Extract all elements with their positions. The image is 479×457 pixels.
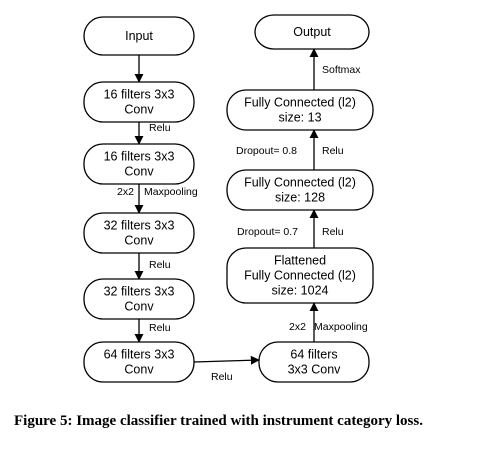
node-box [226,169,374,211]
node-label: size: 13 [278,111,321,125]
node-label: Fully Connected (l2) [244,269,356,283]
edge-conv1_conv2: Relu [134,122,171,145]
edge-label: Relu [322,145,344,157]
figure-caption: Figure 5: Image classifier trained with … [14,413,423,429]
edge-label: Relu [211,371,233,383]
node-label: 3x3 Conv [288,363,342,377]
edge-label: Dropout= 0.7 [237,226,298,238]
node-label: size: 128 [275,191,325,205]
node-box [254,14,370,50]
edge-label: Dropout= 0.8 [236,145,297,157]
node-label: Fully Connected (l2) [244,96,356,110]
edge-label: Softmax [322,64,361,76]
edge-label: Relu [149,322,171,334]
node-fc13: Fully Connected (l2)size: 13 [226,89,374,131]
node-label: Conv [124,103,154,117]
node-label: 64 filters [290,348,337,362]
edge-label: 2x2 [289,321,306,333]
node-box [226,247,374,304]
edge-label: 2x2 [117,186,134,198]
node-box [83,278,195,320]
edge-label: Relu [322,226,344,238]
node-label: 16 filters 3x3 [104,150,175,164]
edge-fc13_output: Softmax [309,48,361,90]
node-label: 32 filters 3x3 [104,219,175,233]
edge-label: Relu [149,122,171,134]
node-label: size: 1024 [272,284,329,298]
node-label: 16 filters 3x3 [104,88,175,102]
node-box [83,212,195,254]
node-box [83,341,195,383]
node-input: Input [83,16,195,56]
node-label: 32 filters 3x3 [104,285,175,299]
node-output: Output [254,14,370,50]
node-fc128: Fully Connected (l2)size: 128 [226,169,374,211]
node-label: Flattened [274,254,326,268]
node-label: Conv [124,300,154,314]
node-box [226,89,374,131]
node-box [83,81,195,123]
edge-conv3_conv4: Relu [134,253,171,280]
node-box [83,16,195,56]
node-label: Output [293,25,331,39]
edge-conv5_conv6: Relu [193,355,260,383]
node-label: Fully Connected (l2) [244,176,356,190]
node-label: Input [125,29,153,43]
edge-label: Relu [149,259,171,271]
node-label: 64 filters 3x3 [104,348,175,362]
node-box [258,341,370,383]
node-label: Conv [124,234,154,248]
node-box [83,143,195,185]
node-label: Conv [124,363,154,377]
edge-arrow [193,355,260,365]
edge-conv4_conv5: Relu [134,319,171,343]
edge-conv2_conv3: 2x2 Maxpooling [117,184,198,214]
edge-fc1024_fc128: Dropout= 0.7 Relu [237,209,344,248]
edge-label: Maxpooling [314,321,368,333]
edge-label: Maxpooling [144,186,198,198]
edge-fc128_fc13: Dropout= 0.8 Relu [236,129,344,170]
edge-conv6_fc1024: 2x2 Maxpooling [289,302,368,342]
node-label: Conv [124,165,154,179]
